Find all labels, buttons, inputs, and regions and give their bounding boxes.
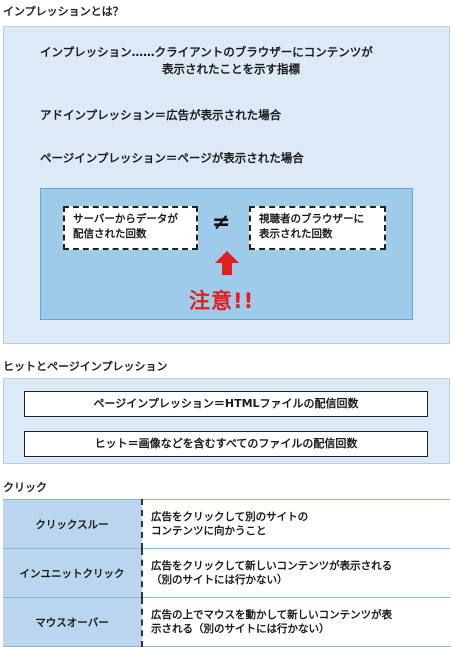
browser-displayed-count-box: 視聴者のブラウザーに 表示された回数 <box>249 206 386 250</box>
section-title-hit: ヒットとページインプレッション <box>3 360 168 373</box>
up-arrow-icon <box>215 251 239 275</box>
hit-definition-box: ヒット＝画像などを含むすべてのファイルの配信回数 <box>24 431 428 457</box>
desc-click-through: 広告をクリックして別のサイトの コンテンツに向かうこと <box>142 499 450 549</box>
ad-impression-text: アドインプレッション＝広告が表示された場合 <box>40 108 282 122</box>
impression-definition-line2: 表示されたことを示す指標 <box>162 62 300 76</box>
desc-in-unit-click: 広告をクリックして新しいコンテンツが表示される （別のサイトには行かない） <box>142 548 450 598</box>
browser-displayed-line2: 表示された回数 <box>259 228 333 240</box>
table-row: マウスオーバー 広告の上でマウスを動かして新しいコンテンツが表 示される（別のサ… <box>3 597 450 647</box>
server-delivered-line1: サーバーからデータが <box>73 213 178 225</box>
desc-line2: コンテンツに向かうこと <box>151 525 267 537</box>
caution-text: 注意!! <box>189 289 255 313</box>
section-title-impression: インプレッションとは？ <box>3 5 124 18</box>
section-title-click: クリック <box>3 481 47 494</box>
not-equal-sign: ≠ <box>212 210 231 235</box>
desc-line2: （別のサイトには行かない） <box>151 574 288 586</box>
desc-line1: 広告をクリックして新しいコンテンツが表示される <box>151 560 393 572</box>
desc-line2: 示される（別のサイトには行かない） <box>151 623 330 635</box>
desc-mouse-over: 広告の上でマウスを動かして新しいコンテンツが表 示される（別のサイトには行かない… <box>142 597 450 647</box>
table-row: インユニットクリック 広告をクリックして新しいコンテンツが表示される （別のサイ… <box>3 548 450 598</box>
term-mouse-over: マウスオーバー <box>3 597 143 647</box>
table-row: クリックスルー 広告をクリックして別のサイトの コンテンツに向かうこと <box>3 499 450 549</box>
server-delivered-count-box: サーバーからデータが 配信された回数 <box>63 206 198 250</box>
browser-displayed-line1: 視聴者のブラウザーに <box>259 213 364 225</box>
desc-line1: 広告の上でマウスを動かして新しいコンテンツが表 <box>151 609 393 621</box>
impression-definition-line1: インプレッション……クライアントのブラウザーにコンテンツが <box>40 45 373 59</box>
server-delivered-line2: 配信された回数 <box>73 228 147 240</box>
term-in-unit-click: インユニットクリック <box>3 548 143 598</box>
click-types-table: クリックスルー 広告をクリックして別のサイトの コンテンツに向かうこと インユニ… <box>3 499 450 647</box>
page-impression-text: ページインプレッション＝ページが表示された場合 <box>40 151 304 165</box>
term-click-through: クリックスルー <box>3 499 143 549</box>
desc-line1: 広告をクリックして別のサイトの <box>151 511 309 523</box>
page-impression-definition-box: ページインプレッション＝HTMLファイルの配信回数 <box>24 391 428 417</box>
